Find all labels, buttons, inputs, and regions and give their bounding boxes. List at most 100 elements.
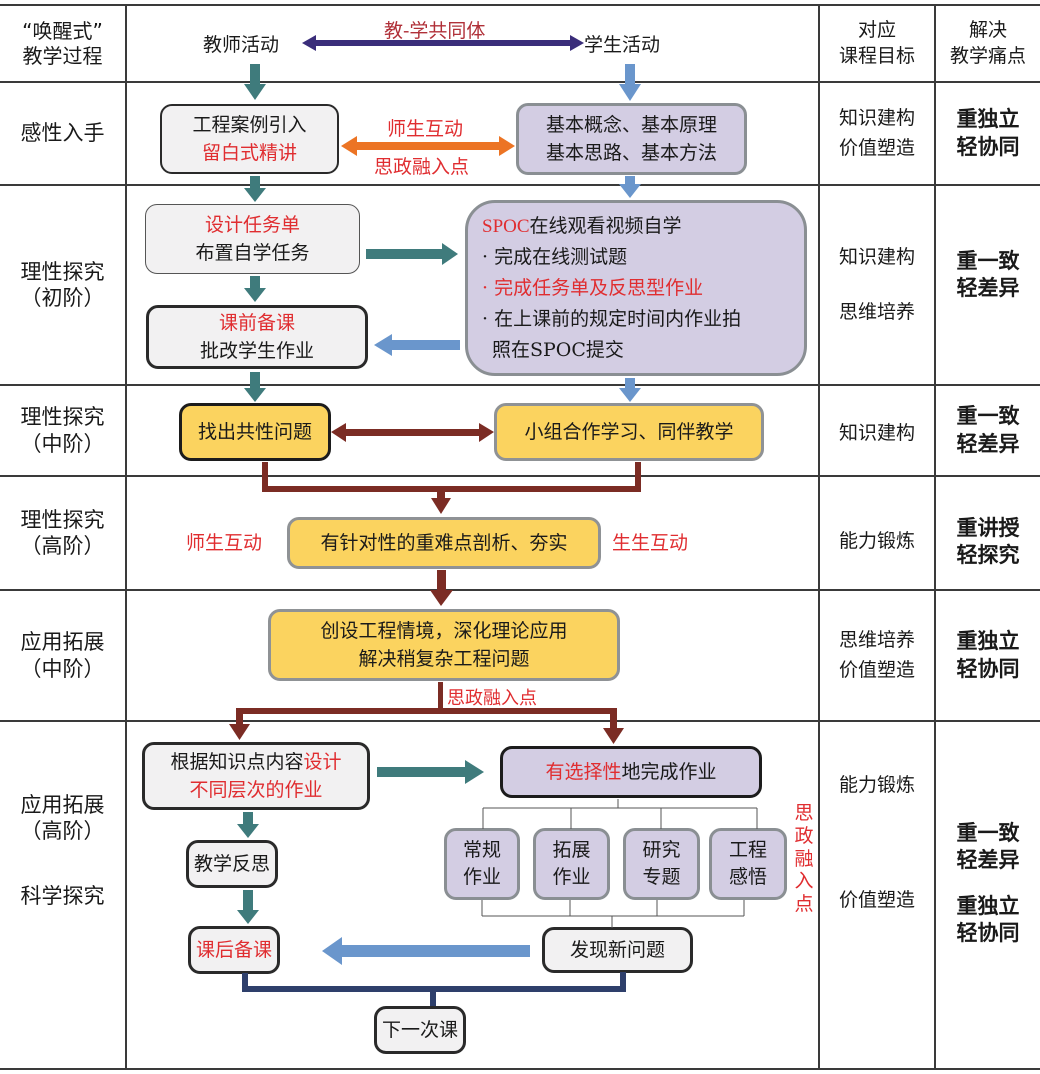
- student-student-interaction-label: 生生互动: [612, 532, 689, 554]
- spoc-title: SPOC在线观看视频自学: [482, 211, 682, 243]
- ideology-char: 入: [794, 870, 814, 893]
- teaching-reflection-box: 教学反思: [186, 840, 278, 888]
- spoc-title-red: SPOC: [482, 215, 530, 237]
- pain-item: 重独立: [956, 629, 1020, 654]
- homework-type-engineering: 工程 感悟: [709, 828, 787, 900]
- teaching-reflection-text: 教学反思: [193, 852, 270, 875]
- homework-type-line2: 作业: [552, 866, 591, 888]
- row-divider-1: [0, 184, 1040, 186]
- goal-row-4: 能力锻炼: [820, 477, 934, 607]
- basic-concepts-line1: 基本概念、基本原理: [545, 113, 717, 136]
- homework-type-line1: 常规: [462, 839, 501, 862]
- goal-item: 能力锻炼: [838, 530, 915, 553]
- design-homework-line1-red: 设计: [303, 750, 342, 773]
- basic-concepts-line2: 基本思路、基本方法: [545, 142, 717, 164]
- goal-item: 思维培养: [838, 301, 915, 323]
- stage-row-5: 应用拓展 （中阶）: [0, 591, 125, 720]
- common-problems-box: 找出共性问题: [179, 403, 331, 461]
- pain-item: 轻差异: [956, 431, 1020, 456]
- header-goal-line2: 课程目标: [838, 44, 915, 67]
- header-pain-column: 解决 教学痛点: [936, 6, 1040, 81]
- column-divider-goal: [818, 4, 820, 1070]
- header-pain-line2: 教学痛点: [949, 44, 1026, 67]
- stage-sublabel: （中阶）: [20, 431, 105, 456]
- spoc-item-1: · 完成在线测试题: [482, 246, 628, 269]
- goal-item: 价值塑造: [838, 658, 915, 681]
- pain-item: 重一致: [956, 821, 1020, 845]
- after-class-prep-text: 课后备课: [195, 938, 272, 961]
- design-homework-line2: 不同层次的作业: [189, 779, 323, 801]
- task-sheet-line2: 布置自学任务: [195, 242, 310, 264]
- stage-sublabel: （初阶）: [20, 286, 105, 310]
- after-class-prep-box: 课后备课: [188, 926, 280, 974]
- stage-sublabel: （高阶）: [20, 819, 105, 844]
- task-to-spoc-arrow: [366, 243, 458, 265]
- community-label: 教-学共同体: [384, 20, 486, 42]
- selective-homework-red: 有选择性: [545, 760, 622, 783]
- row-divider-header: [0, 81, 1040, 83]
- pain-item: 重讲授: [956, 515, 1020, 540]
- goal-item: 价值塑造: [838, 889, 915, 911]
- goal-row-6: 能力锻炼 价值塑造: [820, 722, 934, 1068]
- ideology-label-row5: 思政融入点: [447, 688, 537, 709]
- goal-row-5: 思维培养 价值塑造: [820, 591, 934, 720]
- key-points-analysis-box: 有针对性的重难点剖析、夯实: [287, 517, 601, 569]
- selective-homework-box: 有选择性地完成作业: [500, 746, 762, 798]
- homework-type-regular: 常规 作业: [444, 828, 520, 900]
- next-class-connector: [242, 972, 626, 1006]
- case-intro-box: 工程案例引入 留白式精讲: [160, 104, 339, 174]
- goal-row-1: 知识建构 价值塑造: [820, 83, 934, 184]
- pain-item: 重独立: [956, 893, 1020, 918]
- engineering-scenario-line2: 解决稍复杂工程问题: [358, 648, 530, 670]
- pain-item: 轻差异: [956, 276, 1020, 300]
- spoc-to-prep-arrow: [374, 334, 460, 356]
- task-sheet-box: 设计任务单 布置自学任务: [145, 204, 360, 274]
- pain-row-3: 重一致 轻差异: [936, 386, 1040, 475]
- spoc-title-rest: 在线观看视频自学: [529, 214, 682, 237]
- row-divider-5: [0, 720, 1040, 722]
- goal-item: 知识建构: [838, 107, 915, 130]
- homework-type-line1: 研究: [642, 839, 681, 862]
- teacher-activity-label: 教师活动: [203, 34, 280, 56]
- column-divider-pain: [934, 4, 936, 1070]
- spoc-item-3-line2: 照在SPOC提交: [492, 338, 624, 361]
- ideology-char: 政: [794, 824, 814, 847]
- ideology-vertical-label: 思 政 融 入 点: [793, 802, 815, 916]
- engineering-scenario-box: 创设工程情境，深化理论应用 解决稍复杂工程问题: [268, 609, 620, 681]
- pain-row-4: 重讲授 轻探究: [936, 477, 1040, 607]
- selective-homework-black: 地完成作业: [621, 760, 717, 783]
- group-learning-box: 小组合作学习、同伴教学: [494, 403, 764, 461]
- ideology-char: 融: [794, 847, 814, 870]
- pre-class-prep-line1: 课前备课: [218, 311, 295, 334]
- interaction-label-row1: 师生互动: [387, 118, 464, 140]
- pain-item: 轻探究: [956, 543, 1020, 567]
- header-goal-column: 对应 课程目标: [820, 6, 934, 81]
- spoc-self-study-box: SPOC在线观看视频自学 · 完成在线测试题 · 完成任务单及反思型作业 · 在…: [465, 200, 807, 376]
- stage-row-3: 理性探究 （中阶）: [0, 386, 125, 475]
- stage-row-4: 理性探究 （高阶）: [0, 477, 125, 589]
- selective-homework-text: 有选择性地完成作业: [545, 758, 716, 787]
- ideology-label-row1: 思政融入点: [374, 156, 470, 178]
- homework-type-extended: 拓展 作业: [533, 828, 610, 900]
- goal-item: 思维培养: [838, 629, 915, 652]
- homework-type-line1: 拓展: [552, 839, 591, 862]
- stage-label: 应用拓展: [20, 793, 105, 817]
- stage-label: 应用拓展: [20, 630, 105, 655]
- homework-type-line2: 感悟: [728, 866, 767, 888]
- spoc-item-3-line1: · 在上课前的规定时间内作业拍: [482, 307, 742, 330]
- design-homework-box: 根据知识点内容设计 不同层次的作业: [142, 742, 370, 810]
- stage-sublabel: （高阶）: [20, 534, 105, 558]
- pre-class-prep-line2: 批改学生作业: [199, 340, 314, 362]
- new-problem-text: 发现新问题: [569, 938, 665, 961]
- goal-item: 能力锻炼: [838, 774, 915, 796]
- case-intro-line1: 工程案例引入: [192, 113, 307, 136]
- next-class-text: 下一次课: [381, 1018, 458, 1041]
- stage-label-science: 科学探究: [20, 883, 105, 908]
- task-sheet-line1: 设计任务单: [204, 213, 300, 236]
- homework-type-research: 研究 专题: [623, 828, 700, 900]
- stage-label: 理性探究: [20, 405, 105, 430]
- goal-row-3: 知识建构: [820, 386, 934, 481]
- header-pain-line1: 解决: [968, 18, 1007, 41]
- header-stage-column: “唤醒式” 教学过程: [0, 6, 125, 81]
- goal-row-2: 知识建构 思维培养: [820, 186, 934, 384]
